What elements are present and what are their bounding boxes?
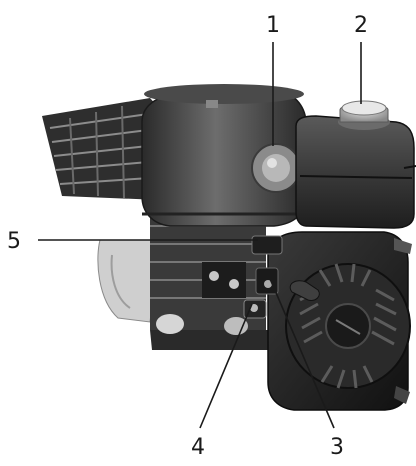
callout-label-3: 3	[330, 435, 344, 460]
callout-label-4: 4	[191, 435, 205, 460]
leader-lines	[38, 42, 362, 429]
callout-label-2: 2	[354, 13, 368, 38]
engine-base	[150, 314, 280, 350]
engine-illustration	[42, 84, 416, 411]
leader-line-4	[199, 303, 253, 429]
callout-label-5: 5	[7, 229, 21, 254]
leader-line-3	[267, 273, 335, 429]
callout-labels: 1 2 3 4 5	[7, 13, 368, 460]
air-filter-housing	[141, 84, 307, 227]
crankcase-housing	[97, 239, 161, 323]
control-levers	[243, 235, 283, 319]
cooling-shroud	[42, 98, 168, 200]
fuel-tank	[295, 100, 416, 229]
recoil-starter	[267, 231, 412, 411]
callout-label-1: 1	[266, 13, 280, 38]
